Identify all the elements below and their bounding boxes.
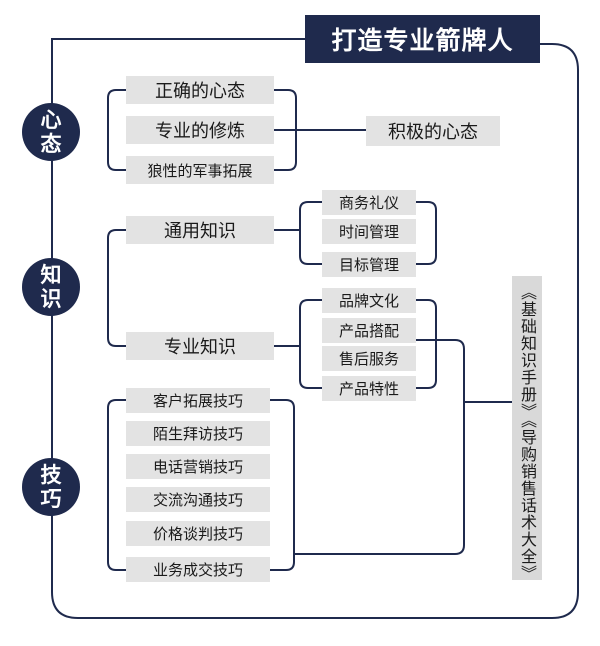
professional-knowledge-label: 专业知识 bbox=[126, 332, 274, 360]
manuals-label: 《基础知识手册》《导购销售话术大全》 bbox=[518, 284, 537, 582]
professional-knowledge-item: 品牌文化 bbox=[322, 288, 416, 313]
skills-badge-bottom: 巧 bbox=[40, 487, 62, 511]
general-knowledge-item: 时间管理 bbox=[322, 219, 416, 244]
mindset-badge-top: 心 bbox=[40, 108, 62, 132]
skills-item: 电话营销技巧 bbox=[126, 454, 270, 479]
mindset-item: 专业的修炼 bbox=[126, 116, 274, 144]
general-knowledge-item: 目标管理 bbox=[322, 252, 416, 277]
mindset-result: 积极的心态 bbox=[366, 116, 500, 146]
page-title: 打造专业箭牌人 bbox=[305, 15, 540, 63]
skills-item: 价格谈判技巧 bbox=[126, 521, 270, 546]
professional-knowledge-item: 售后服务 bbox=[322, 346, 416, 371]
skills-item: 业务成交技巧 bbox=[126, 557, 270, 582]
skills-badge: 技 巧 bbox=[22, 458, 80, 516]
skills-badge-top: 技 bbox=[40, 463, 62, 487]
general-knowledge-label: 通用知识 bbox=[126, 216, 274, 244]
skills-item: 陌生拜访技巧 bbox=[126, 421, 270, 446]
general-knowledge-item: 商务礼仪 bbox=[322, 190, 416, 215]
professional-knowledge-item: 产品搭配 bbox=[322, 318, 416, 343]
skills-item: 交流沟通技巧 bbox=[126, 487, 270, 512]
skills-item: 客户拓展技巧 bbox=[126, 388, 270, 413]
mindset-item: 正确的心态 bbox=[126, 76, 274, 104]
professional-knowledge-item: 产品特性 bbox=[322, 376, 416, 401]
mindset-item: 狼性的军事拓展 bbox=[126, 156, 274, 184]
mindset-badge-bottom: 态 bbox=[40, 132, 62, 156]
manuals-box: 《基础知识手册》《导购销售话术大全》 bbox=[512, 276, 542, 582]
knowledge-badge-bottom: 识 bbox=[40, 287, 62, 311]
knowledge-badge-top: 知 bbox=[40, 263, 62, 287]
mindset-badge: 心 态 bbox=[22, 103, 80, 161]
knowledge-badge: 知 识 bbox=[22, 258, 80, 316]
